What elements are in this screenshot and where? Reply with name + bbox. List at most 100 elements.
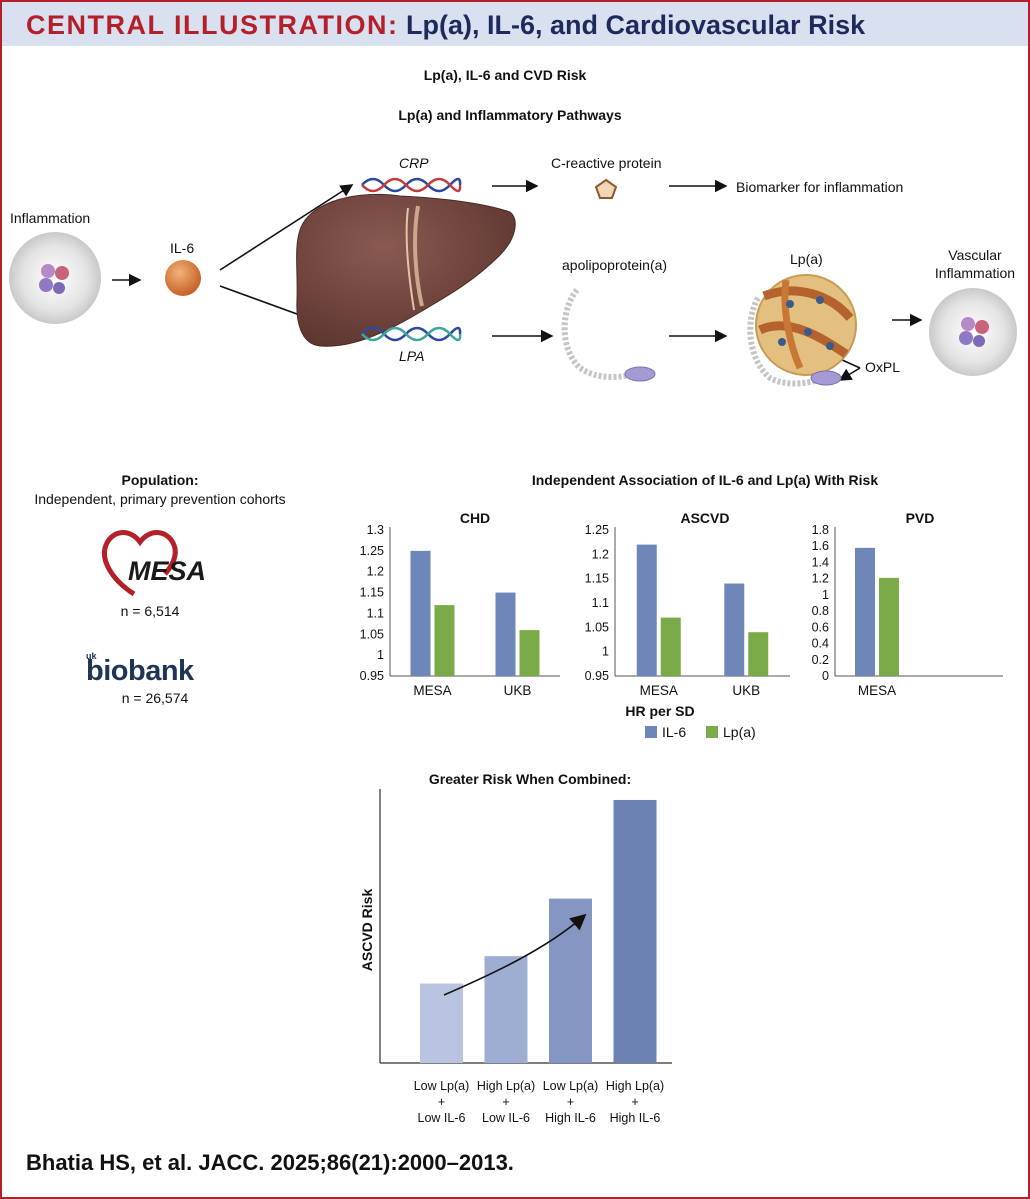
crp-dna-icon [361, 177, 462, 193]
biobank-prefix: uk [86, 651, 97, 661]
chd-y-tick-label: 1.25 [360, 544, 384, 558]
chd-chart-title: CHD [459, 510, 491, 526]
il6-molecule-icon [165, 260, 201, 296]
chd-bar-il6-ukb [495, 592, 516, 676]
mesa-logo: MESA [128, 556, 206, 586]
pathway-main-title: Lp(a), IL-6 and CVD Risk [423, 67, 587, 83]
biobank-n: n = 26,574 [121, 690, 189, 706]
pathway-subtitle: Lp(a) and Inflammatory Pathways [398, 107, 622, 123]
combined-bar-2 [484, 956, 528, 1063]
pvd-y-tick-label: 0.6 [812, 620, 829, 634]
legend-lpa-swatch [706, 726, 718, 738]
ascvd-bar-lpa-mesa [660, 617, 681, 676]
ascvd-y-tick-label: 1.25 [585, 523, 609, 537]
chd-y-tick-label: 1.1 [367, 606, 384, 620]
chd-y-tick-label: 1.3 [367, 523, 384, 537]
pvd-y-tick-label: 0.2 [812, 653, 829, 667]
chd-y-tick-label: 1.15 [360, 586, 384, 600]
pvd-y-tick-label: 1.6 [812, 539, 829, 553]
combined-x-label: Low IL-6 [482, 1111, 530, 1125]
ascvd-x-tick-label: MESA [640, 683, 678, 698]
lpa-gene-label: LPA [399, 348, 425, 364]
ascvd-y-tick-label: 1 [602, 645, 609, 659]
lpa-particle-icon [747, 274, 857, 387]
combined-x-label: High Lp(a) [477, 1079, 535, 1093]
chd-y-tick-label: 0.95 [360, 669, 384, 683]
combined-x-label: Low Lp(a) [414, 1079, 470, 1093]
il6-label: IL-6 [170, 240, 195, 256]
population-title: Population: [121, 472, 199, 488]
combined-x-label: + [438, 1095, 445, 1109]
chd-x-tick-label: UKB [504, 683, 532, 698]
combined-x-label: + [631, 1095, 638, 1109]
legend-il6-label: IL-6 [662, 724, 687, 740]
inflammation-cell-icon [9, 232, 101, 324]
pvd-y-tick-label: 1.2 [812, 572, 829, 586]
biomarker-label: Biomarker for inflammation [736, 179, 904, 195]
trend-arrow-icon [443, 913, 587, 996]
vascular-label-line1: Vascular [948, 247, 1002, 263]
ascvd-y-tick-label: 1.1 [592, 596, 609, 610]
apolipoprotein-chain-icon [561, 288, 656, 382]
citation: Bhatia HS, et al. JACC. 2025;86(21):2000… [26, 1150, 514, 1175]
combined-x-label: High IL-6 [610, 1111, 661, 1125]
combined-x-label: High IL-6 [545, 1111, 596, 1125]
combined-bar-4 [613, 799, 657, 1063]
legend-lpa-label: Lp(a) [723, 724, 756, 740]
chd-x-tick-label: MESA [413, 683, 451, 698]
pvd-y-tick-label: 0 [822, 669, 829, 683]
liver-icon [296, 193, 516, 347]
header-main-title: Lp(a), IL-6, and Cardiovascular Risk [405, 10, 866, 40]
apolipoprotein-label: apolipoprotein(a) [562, 257, 668, 273]
lpa-label: Lp(a) [790, 251, 823, 267]
pvd-y-tick-label: 1.8 [812, 523, 829, 537]
chd-y-tick-label: 1.2 [367, 565, 384, 579]
pvd-x-tick-label: MESA [858, 683, 896, 698]
crp-gene-label: CRP [399, 155, 429, 171]
ascvd-y-tick-label: 1.2 [592, 547, 609, 561]
header-bar: CENTRAL ILLUSTRATION: Lp(a), IL-6, and C… [2, 2, 1028, 46]
pvd-y-tick-label: 1 [822, 588, 829, 602]
vascular-label-line2: Inflammation [934, 265, 1016, 281]
crp-protein-icon [594, 178, 618, 199]
pvd-y-tick-label: 1.4 [812, 555, 829, 569]
mesa-n: n = 6,514 [120, 603, 180, 619]
legend-il6-swatch [645, 726, 657, 738]
ascvd-x-tick-label: UKB [732, 683, 760, 698]
inflammation-label: Inflammation [10, 210, 91, 226]
population-subtitle: Independent, primary prevention cohorts [34, 491, 286, 507]
ascvd-bar-il6-mesa [636, 544, 657, 676]
biobank-logo: biobank [86, 655, 194, 687]
chd-bar-lpa-mesa [434, 605, 455, 676]
header-label: CENTRAL ILLUSTRATION: [26, 10, 399, 40]
pvd-bar-lpa-mesa [879, 577, 899, 676]
pvd-chart-title: PVD [905, 510, 935, 526]
ascvd-bar-il6-ukb [724, 583, 745, 676]
lpa-dna-icon [361, 326, 462, 342]
pvd-bar-il6-mesa [855, 547, 875, 676]
pvd-y-tick-label: 0.4 [812, 637, 829, 651]
association-title: Independent Association of IL-6 and Lp(a… [531, 472, 879, 488]
hr-axis-title: HR per SD [625, 703, 695, 719]
combined-chart-title: Greater Risk When Combined: [428, 771, 632, 787]
crp-protein-label: C-reactive protein [551, 155, 662, 171]
ascvd-chart-title: ASCVD [680, 510, 730, 526]
ascvd-y-tick-label: 0.95 [585, 669, 609, 683]
chd-y-tick-label: 1.05 [360, 627, 384, 641]
combined-x-label: + [567, 1095, 574, 1109]
pvd-y-tick-label: 0.8 [812, 604, 829, 618]
combined-bar-1 [420, 983, 463, 1063]
chd-bar-lpa-ukb [519, 630, 540, 676]
ascvd-y-tick-label: 1.15 [585, 572, 609, 586]
combined-bar-3 [549, 898, 592, 1063]
oxpl-label: OxPL [865, 359, 901, 375]
combined-x-label: + [502, 1095, 509, 1109]
header-title: CENTRAL ILLUSTRATION: Lp(a), IL-6, and C… [26, 10, 865, 41]
combined-x-label: Low IL-6 [418, 1111, 466, 1125]
